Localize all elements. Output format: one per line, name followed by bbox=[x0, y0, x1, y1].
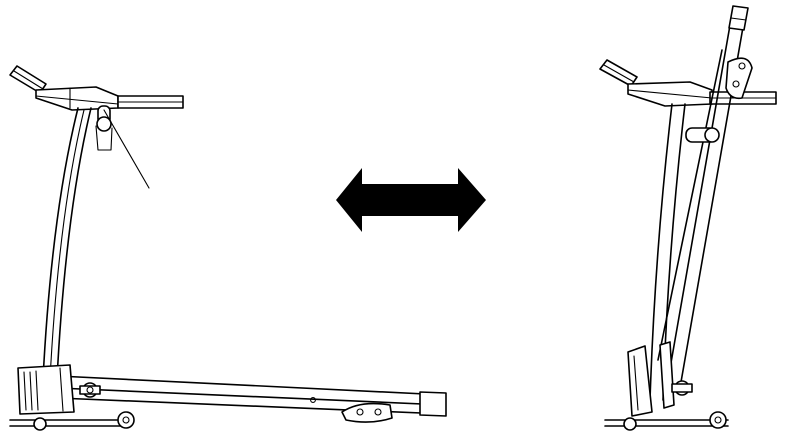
upright-post bbox=[41, 107, 92, 401]
folded-deck bbox=[657, 5, 749, 383]
wheel-icon bbox=[33, 417, 47, 431]
folded-motor-housing bbox=[627, 341, 675, 417]
wheel-icon bbox=[709, 411, 727, 429]
base-knob bbox=[79, 382, 101, 398]
wheel-icon bbox=[117, 411, 135, 429]
callout-line bbox=[103, 109, 150, 189]
running-deck bbox=[57, 375, 447, 417]
double-arrow-icon bbox=[336, 168, 486, 232]
folded-rear-bracket bbox=[725, 57, 753, 100]
rear-bracket bbox=[341, 402, 393, 423]
right-armrest bbox=[117, 95, 184, 109]
front-base bbox=[9, 411, 135, 431]
folded-base bbox=[604, 411, 729, 431]
folding-knob bbox=[95, 105, 113, 151]
folded-base-knob bbox=[671, 380, 693, 396]
folded-armrest bbox=[709, 91, 777, 105]
folded-handle-grip bbox=[599, 59, 638, 87]
folded-treadmill bbox=[599, 5, 777, 431]
folded-knob bbox=[685, 127, 720, 143]
motor-housing bbox=[17, 364, 75, 415]
folded-console-panel bbox=[627, 81, 713, 107]
left-handle-grip bbox=[9, 65, 47, 94]
unfolded-treadmill bbox=[9, 65, 447, 431]
wheel-icon bbox=[623, 417, 637, 431]
